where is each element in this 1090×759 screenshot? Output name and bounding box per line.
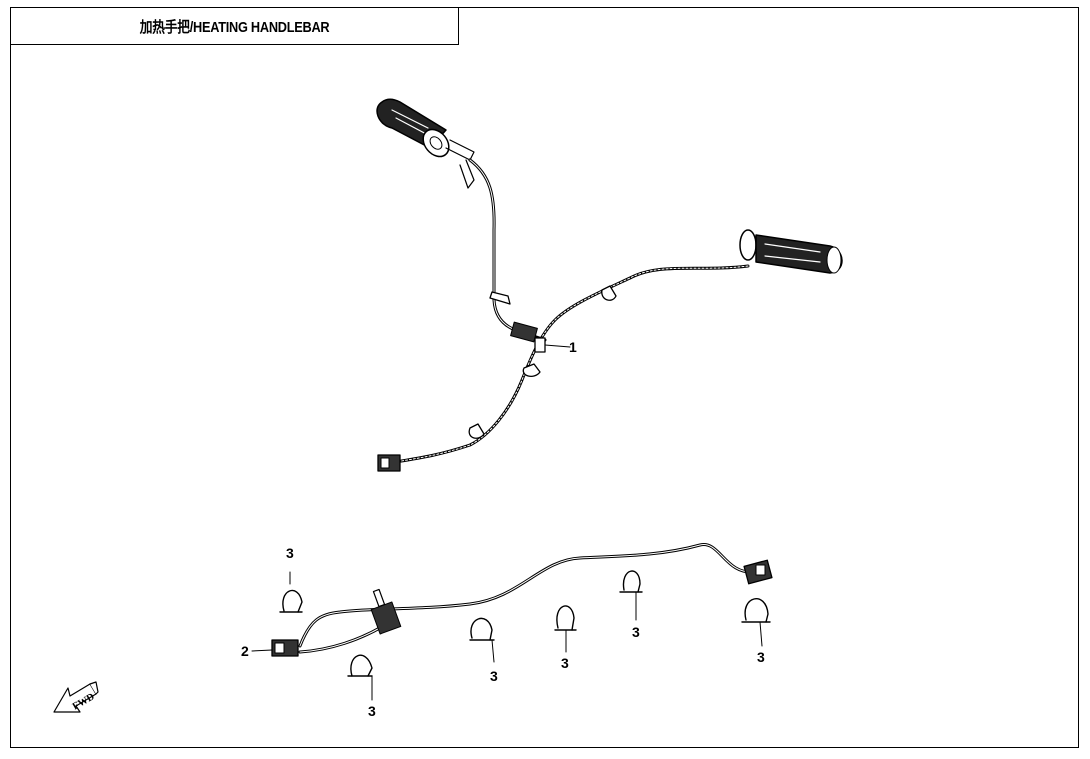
right-heated-grip bbox=[739, 229, 843, 274]
cable-tie bbox=[347, 654, 373, 701]
extension-harness bbox=[251, 543, 773, 701]
callout-2: 2 bbox=[241, 643, 249, 659]
cable-tie bbox=[554, 605, 577, 653]
page-title: 加热手把/HEATING HANDLEBAR bbox=[139, 18, 330, 36]
callout-3: 3 bbox=[757, 649, 765, 665]
callout-3: 3 bbox=[632, 624, 640, 640]
left-heated-grip bbox=[376, 98, 475, 189]
lower-connector-right bbox=[743, 559, 773, 585]
heated-grip-harness bbox=[376, 98, 843, 472]
cable-ties bbox=[279, 570, 771, 701]
left-grip-wire bbox=[468, 158, 524, 334]
cable-tie bbox=[469, 617, 495, 663]
upper-end-connector bbox=[377, 454, 401, 472]
callout-1: 1 bbox=[569, 339, 577, 355]
callout-1-leader bbox=[544, 344, 571, 348]
right-grip-wire bbox=[393, 264, 750, 464]
callout-3: 3 bbox=[561, 655, 569, 671]
callout-3: 3 bbox=[490, 668, 498, 684]
cable-tie bbox=[279, 571, 303, 613]
cable-tie bbox=[619, 570, 643, 621]
harness-clips-upper bbox=[468, 285, 617, 439]
callout-3: 3 bbox=[368, 703, 376, 719]
callout-3: 3 bbox=[286, 545, 294, 561]
cable-tie bbox=[741, 598, 771, 647]
lower-junction-connector bbox=[370, 588, 402, 635]
forward-direction-arrow-icon: FWD bbox=[53, 681, 99, 713]
title-box: 加热手把/HEATING HANDLEBAR bbox=[10, 7, 459, 45]
drawing-frame bbox=[10, 7, 1079, 748]
callout-2-leader bbox=[251, 649, 273, 652]
lower-connector-left bbox=[271, 639, 299, 657]
junction-connector bbox=[510, 321, 546, 353]
